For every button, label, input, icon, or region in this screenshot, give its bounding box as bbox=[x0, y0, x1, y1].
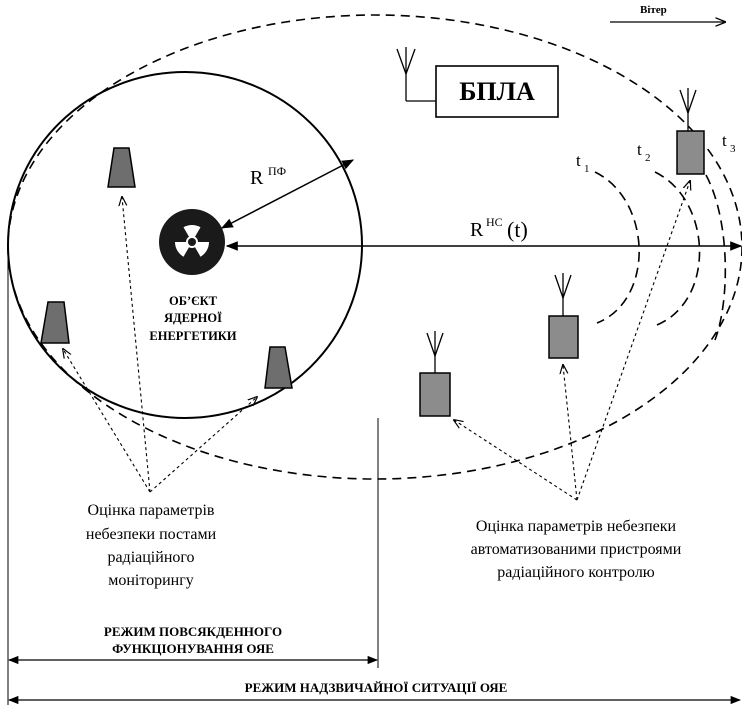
device-pointer-arrows bbox=[454, 181, 690, 501]
automated-device-1 bbox=[419, 331, 451, 417]
devices-caption-line2: автоматизованими пристроями bbox=[471, 541, 682, 558]
time-mark-t1-sub: 1 bbox=[584, 163, 590, 175]
facility-label-line3: ЕНЕРГЕТИКИ bbox=[149, 329, 236, 343]
monitoring-post-1 bbox=[107, 147, 136, 188]
radiation-symbol-icon bbox=[159, 209, 225, 275]
uav-label: БПЛА bbox=[459, 77, 535, 106]
plume-arc-t3 bbox=[705, 174, 727, 341]
radius-normal-arrow bbox=[220, 159, 355, 229]
uav-box bbox=[435, 65, 559, 118]
posts-caption-line2: небезпеки постами bbox=[86, 526, 217, 543]
automated-device-2 bbox=[548, 273, 579, 359]
facility-label-line1: ОБ’ЄКТ bbox=[169, 294, 218, 308]
radius-emergency-label: R bbox=[470, 219, 484, 241]
automated-device-3 bbox=[676, 88, 705, 175]
monitoring-post-2 bbox=[40, 301, 70, 344]
facility-label-line2: ЯДЕРНОЇ bbox=[164, 311, 222, 325]
radius-emergency-arg: (t) bbox=[507, 217, 528, 242]
mode-emergency-label: РЕЖИМ НАДЗВИЧАЙНОЇ СИТУАЦІЇ ОЯЕ bbox=[245, 680, 508, 695]
devices-caption-line3: радіаційного контролю bbox=[497, 564, 655, 581]
plume-arc-t1 bbox=[594, 171, 640, 324]
wind-label: Вітер bbox=[640, 4, 667, 16]
devices-caption-line1: Оцінка параметрів небезпеки bbox=[476, 518, 677, 535]
posts-caption-line4: моніторингу bbox=[108, 572, 194, 589]
posts-caption-line3: радіаційного bbox=[107, 549, 194, 566]
time-mark-t3: t bbox=[722, 131, 727, 150]
time-mark-t3-sub: 3 bbox=[730, 143, 736, 155]
mode-normal-line1: РЕЖИМ ПОВСЯКДЕННОГО bbox=[104, 624, 282, 639]
time-mark-t1: t bbox=[576, 151, 581, 170]
time-mark-t2-sub: 2 bbox=[645, 152, 651, 164]
uav-antenna-icon bbox=[396, 47, 436, 102]
posts-caption-line1: Оцінка параметрів bbox=[88, 502, 215, 519]
plume-arc-t2 bbox=[654, 171, 701, 326]
mode-normal-line2: ФУНКЦІОНУВАННЯ ОЯЕ bbox=[112, 641, 274, 656]
radius-emergency-sup: НС bbox=[486, 215, 503, 229]
monitoring-post-3 bbox=[264, 346, 293, 389]
radius-normal-label: R bbox=[250, 167, 264, 189]
time-mark-t2: t bbox=[637, 140, 642, 159]
post-pointer-arrows bbox=[63, 197, 257, 493]
radius-normal-sup: ПФ bbox=[268, 164, 286, 178]
